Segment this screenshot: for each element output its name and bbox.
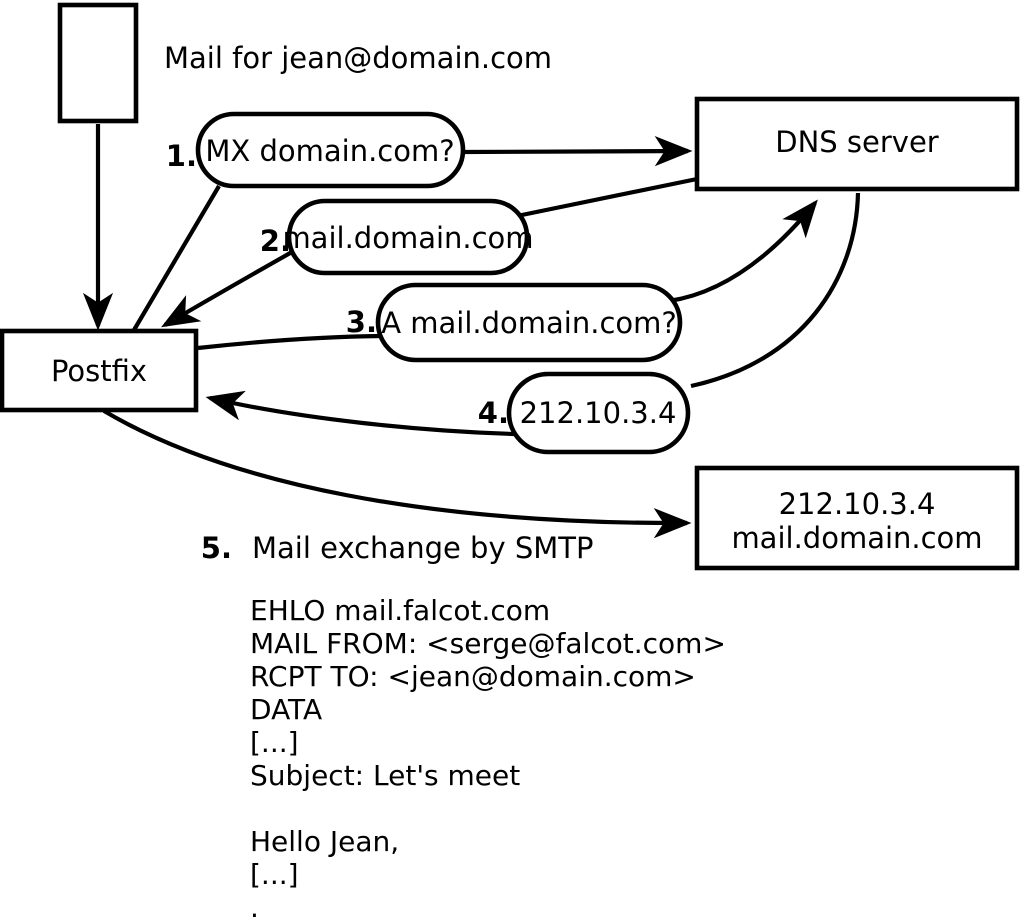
query1-pill [195, 111, 466, 189]
smtp-session-transcript: EHLO mail.falcot.com MAIL FROM: <serge@f… [250, 594, 726, 919]
connector-dns-to-reply2 [516, 176, 698, 219]
dns-server-box [694, 96, 1020, 192]
query3-pill [375, 282, 683, 363]
mail-envelope-icon [57, 2, 139, 124]
postfix-label: Postfix [51, 354, 147, 388]
arrow-query3-to-dns [668, 199, 818, 304]
reply2-label: mail.domain.com [282, 221, 533, 255]
step-5-label: Mail exchange by SMTP [252, 531, 593, 565]
mail-note-label: Mail for jean@domain.com [164, 41, 552, 75]
query1-label: MX domain.com? [205, 134, 454, 168]
step-1-number: 1. [166, 139, 197, 173]
arrow-postfix-to-mailserver [102, 409, 692, 539]
dns-server-label: DNS server [775, 125, 939, 159]
query3-label: A mail.domain.com? [381, 306, 677, 340]
reply2-pill [286, 198, 530, 276]
connector-postfix-to-query1 [132, 184, 221, 332]
connector-dns-to-reply4 [690, 192, 861, 389]
mail-server-host-label: mail.domain.com [731, 521, 982, 555]
step-5-number: 5. [201, 531, 232, 565]
arrow-reply2-to-postfix [161, 250, 294, 328]
postfix-box [0, 328, 199, 413]
step-3-number: 3. [346, 305, 377, 339]
reply4-label: 212.10.3.4 [520, 396, 677, 430]
reply4-pill [506, 371, 691, 455]
arrow-query1-to-dns [461, 136, 693, 167]
arrow-reply4-to-postfix [205, 390, 515, 437]
mail-server-ip-label: 212.10.3.4 [779, 487, 936, 521]
step-4-number: 4. [478, 396, 509, 430]
mail-server-box [694, 465, 1020, 571]
step-2-number: 2. [260, 224, 291, 258]
connector-postfix-to-query3 [197, 333, 383, 351]
